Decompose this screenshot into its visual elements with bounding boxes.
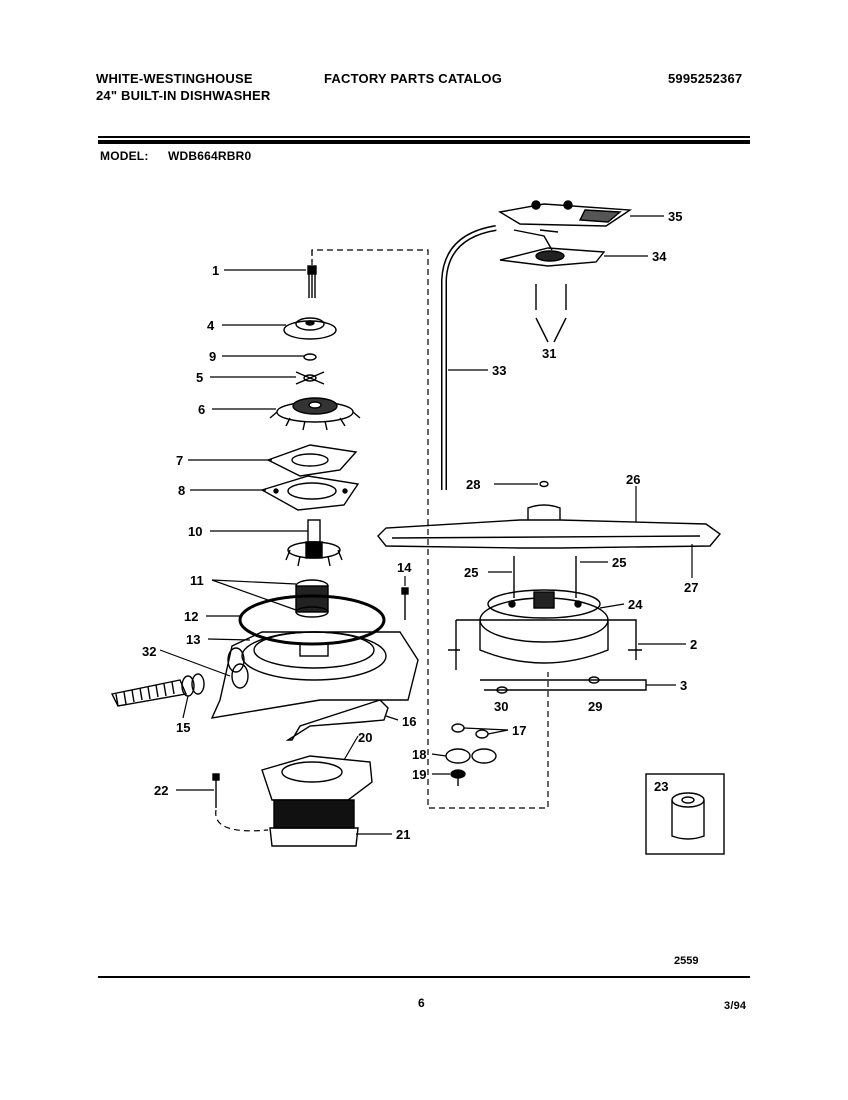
part-32-hose	[110, 647, 249, 707]
part-label-14: 14	[397, 560, 412, 575]
part-label-10: 10	[188, 524, 202, 539]
part-label-11: 11	[190, 573, 204, 588]
part-label-19: 19	[412, 767, 426, 782]
catalog-number: 5995252367	[668, 71, 743, 86]
part-label-35: 35	[668, 209, 682, 224]
part-label-12: 12	[184, 609, 198, 624]
brand-line-1: WHITE-WESTINGHOUSE	[96, 71, 253, 86]
header-rule-thick	[98, 140, 750, 144]
part-31-screws	[535, 284, 567, 343]
part-labels: 1 4 9 5 6 7 8 10 11 12 13 32 15 14 16 20…	[142, 209, 698, 967]
part-34-upper-spray-arm	[499, 229, 606, 267]
part-6-impeller	[269, 397, 361, 431]
part-label-26: 26	[626, 472, 640, 487]
part-18-washers	[445, 748, 497, 764]
part-label-25-left: 25	[464, 565, 478, 580]
part-30-seal	[496, 686, 508, 694]
part-28-seal	[539, 480, 549, 488]
part-label-2: 2	[690, 637, 697, 652]
part-label-16: 16	[402, 714, 416, 729]
part-label-1: 1	[212, 263, 219, 278]
part-label-21: 21	[396, 827, 410, 842]
page-number: 6	[418, 996, 425, 1010]
part-label-13: 13	[186, 632, 200, 647]
part-4-hub	[283, 317, 337, 340]
part-8-plate	[260, 475, 360, 511]
part-35-bracket	[498, 200, 633, 227]
part-label-29: 29	[588, 699, 602, 714]
part-24-pump-housing	[479, 589, 609, 664]
part-25-screws	[513, 556, 577, 598]
part-label-5: 5	[196, 370, 203, 385]
part-9-o-ring	[303, 353, 317, 361]
dashed-guide-lines	[215, 249, 549, 832]
part-5-clip	[295, 371, 325, 385]
part-label-25-right: 25	[612, 555, 626, 570]
catalog-title: FACTORY PARTS CATALOG	[324, 71, 503, 86]
part-3-tube	[480, 679, 647, 691]
part-label-32: 32	[142, 644, 156, 659]
part-label-28: 28	[466, 477, 480, 492]
part-7-gasket	[266, 444, 358, 477]
header-rule-thin	[98, 136, 750, 138]
part-label-4: 4	[207, 318, 215, 333]
model-label: MODEL:	[100, 149, 149, 163]
model-value: WDB664RBR0	[168, 149, 252, 163]
footer-rule	[98, 976, 750, 978]
part-label-27: 27	[684, 580, 698, 595]
drawing-number: 2559	[674, 955, 698, 967]
part-label-8: 8	[178, 483, 185, 498]
part-label-15: 15	[176, 720, 190, 735]
part-10-shaft	[285, 519, 343, 567]
brand-line-2: 24" BUILT-IN DISHWASHER	[96, 88, 271, 103]
part-33-supply-tube	[441, 225, 497, 490]
part-label-30: 30	[494, 699, 508, 714]
part-label-3: 3	[680, 678, 687, 693]
part-label-17: 17	[512, 723, 526, 738]
leader-lines	[159, 215, 693, 835]
part-22-screw	[212, 773, 220, 808]
footer-date: 3/94	[724, 1000, 747, 1012]
part-16-baffle	[210, 631, 419, 741]
part-17-washers	[451, 723, 489, 739]
part-29-seal	[588, 676, 600, 684]
part-19-screw	[450, 769, 466, 786]
part-23-inset	[645, 773, 725, 855]
part-label-9: 9	[209, 349, 216, 364]
part-14-screw	[401, 587, 409, 620]
part-26-lower-spray-arm	[377, 504, 722, 549]
part-21-motor	[261, 755, 373, 847]
part-label-33: 33	[492, 363, 506, 378]
part-label-20: 20	[358, 730, 372, 745]
part-label-18: 18	[412, 747, 426, 762]
part-label-7: 7	[176, 453, 183, 468]
part-label-23: 23	[654, 779, 668, 794]
part-label-24: 24	[628, 597, 643, 612]
part-label-22: 22	[154, 783, 168, 798]
part-1-bolt	[307, 265, 317, 298]
part-label-31: 31	[542, 346, 556, 361]
part-13-housing	[241, 631, 387, 681]
part-label-6: 6	[198, 402, 205, 417]
part-2-bracket	[448, 619, 642, 670]
part-11-filter	[295, 579, 329, 618]
part-label-34: 34	[652, 249, 667, 264]
